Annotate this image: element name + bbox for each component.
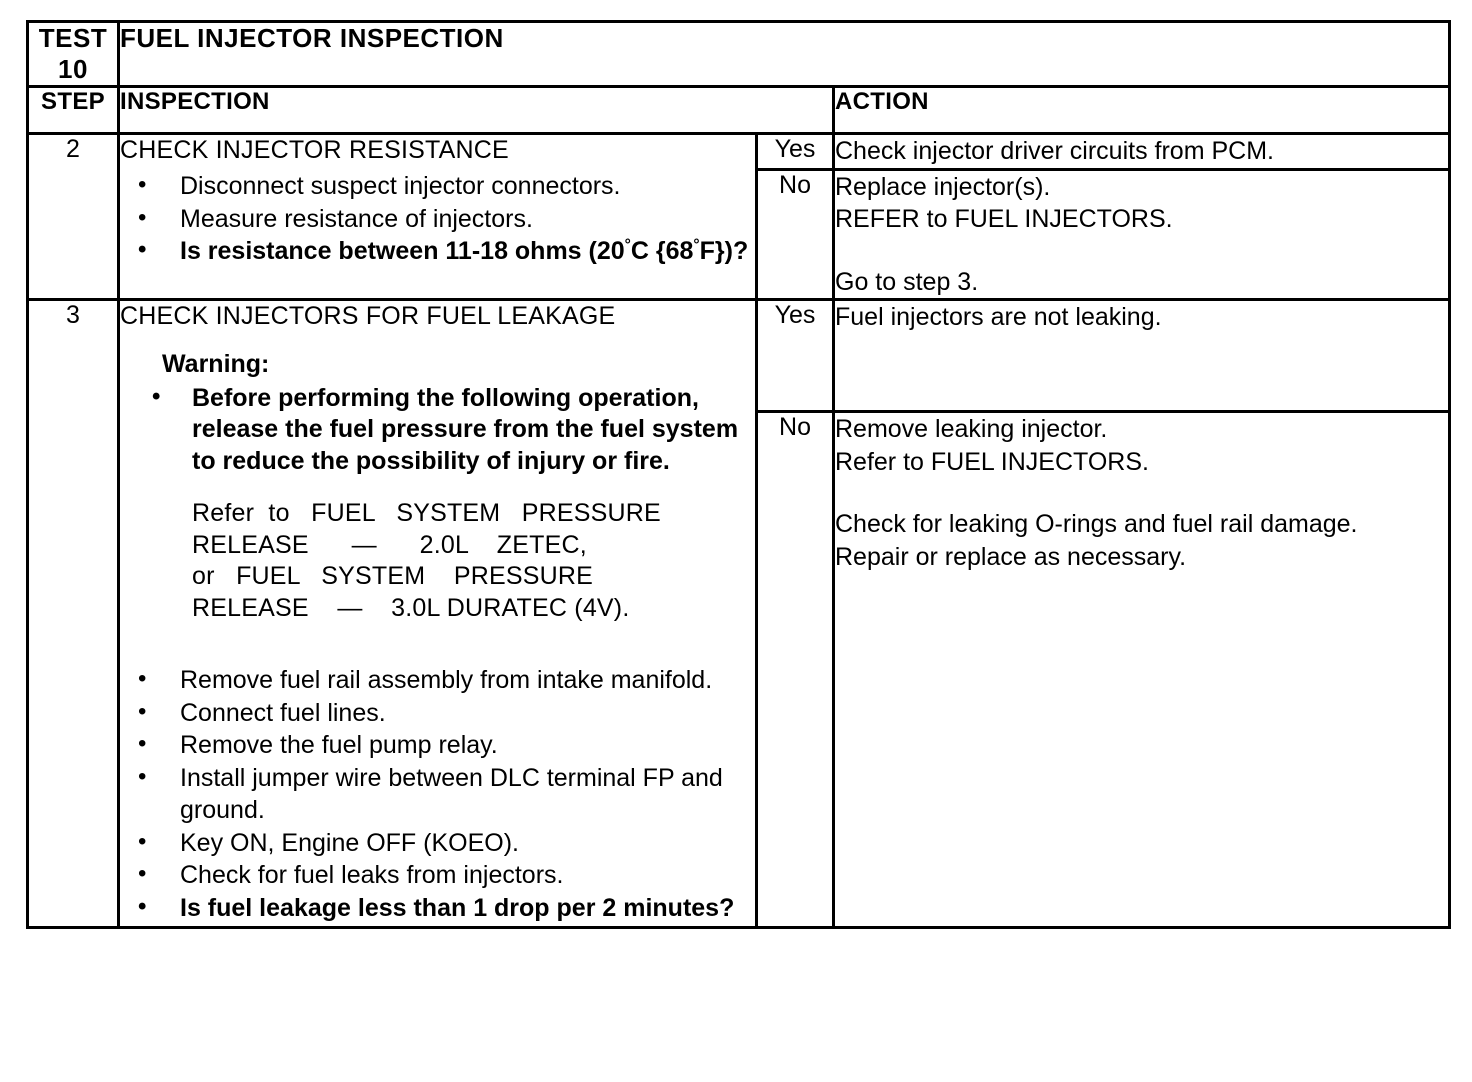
action-line-goto: Go to step 3. — [835, 267, 979, 296]
inspection-bullet-list: Disconnect suspect injector connectors. … — [120, 170, 755, 268]
question-pre: Is resistance between 11-18 ohms (20 — [180, 237, 625, 266]
spacer — [835, 236, 1448, 266]
list-item: Key ON, Engine OFF (KOEO). — [120, 827, 755, 860]
warning-label: Warning: — [162, 349, 270, 378]
action-cell-yes: Check injector driver circuits from PCM. — [832, 132, 1451, 171]
list-item: Install jumper wire between DLC terminal… — [120, 762, 755, 827]
test-title-cell: FUEL INJECTOR INSPECTION — [117, 20, 1451, 88]
question-mid: C {68 — [630, 237, 694, 266]
refer-line: or FUEL SYSTEM PRESSURE — [192, 562, 593, 591]
table-title-row: TEST 10 FUEL INJECTOR INSPECTION — [26, 20, 1451, 88]
spacer — [835, 478, 1448, 508]
table-row: No Remove leaking injector. Refer to FUE… — [28, 410, 1451, 929]
warning-bullet-list: Before performing the following operatio… — [120, 381, 755, 478]
header-action: ACTION — [832, 85, 1451, 135]
list-item: Disconnect suspect injector connectors. — [120, 170, 755, 203]
action-line: Repair or replace as necessary. — [835, 542, 1187, 571]
action-line: Remove leaking injector. — [835, 415, 1108, 444]
table-header-row: STEP INSPECTION ACTION — [26, 85, 1451, 135]
action-cell-no: Replace injector(s). REFER to FUEL INJEC… — [832, 167, 1451, 301]
list-item-warning: Before performing the following operatio… — [120, 381, 755, 478]
step-number: 3 — [26, 298, 120, 929]
header-inspection: INSPECTION — [117, 85, 835, 135]
answer-label-yes: Yes — [755, 132, 835, 171]
answer-label-yes: Yes — [755, 297, 835, 414]
inspection-cell: CHECK INJECTORS FOR FUEL LEAKAGE Warning… — [117, 298, 758, 929]
list-item: Measure resistance of injectors. — [120, 203, 755, 236]
action-line: REFER to FUEL INJECTORS. — [835, 205, 1173, 233]
answer-label-no: No — [755, 410, 835, 929]
action-line: Refer to FUEL INJECTORS. — [835, 447, 1149, 476]
table-row: 3 CHECK INJECTORS FOR FUEL LEAKAGE Warni… — [26, 297, 1451, 929]
table-row: No Replace injector(s). REFER to FUEL IN… — [28, 167, 1451, 301]
header-step: STEP — [26, 85, 120, 135]
list-item-question: Is fuel leakage less than 1 drop per 2 m… — [120, 892, 755, 925]
refer-line: RELEASE — 2.0L ZETEC, — [192, 530, 587, 559]
question-post: F})? — [699, 237, 749, 266]
answer-label-no: No — [755, 167, 835, 301]
inspection-bullet-list: Remove fuel rail assembly from intake ma… — [120, 664, 755, 925]
action-line: Check for leaking O-rings and fuel rail … — [835, 510, 1358, 539]
refer-paragraph: Refer to FUEL SYSTEM PRESSURE RELEASE — … — [192, 498, 692, 625]
inspection-title: CHECK INJECTORS FOR FUEL LEAKAGE — [120, 302, 616, 330]
inspection-cell: CHECK INJECTOR RESISTANCE Disconnect sus… — [117, 132, 758, 301]
list-item: Connect fuel lines. — [120, 697, 755, 730]
degree-symbol-fahrenheit: ° — [693, 236, 700, 254]
refer-line: Refer to FUEL SYSTEM PRESSURE — [192, 498, 661, 527]
diagnostic-table: TEST 10 FUEL INJECTOR INSPECTION STEP IN… — [26, 20, 1451, 929]
test-number-cell: TEST 10 — [26, 20, 120, 88]
action-cell-no: Remove leaking injector. Refer to FUEL I… — [832, 410, 1451, 929]
action-line: Check injector driver circuits from PCM. — [835, 137, 1274, 165]
refer-line: RELEASE — 3.0L DURATEC (4V). — [192, 594, 630, 622]
inspection-title: CHECK INJECTOR RESISTANCE — [120, 136, 509, 164]
list-item-question: Is resistance between 11-18 ohms (20°C {… — [120, 235, 755, 268]
list-item: Check for fuel leaks from injectors. — [120, 859, 755, 892]
degree-symbol-celsius: ° — [624, 236, 631, 254]
action-cell-yes: Fuel injectors are not leaking. — [832, 297, 1451, 414]
table-row: 2 CHECK INJECTOR RESISTANCE Disconnect s… — [26, 132, 1451, 301]
list-item: Remove fuel rail assembly from intake ma… — [120, 664, 755, 697]
action-line: Fuel injectors are not leaking. — [835, 303, 1162, 331]
step-number: 2 — [26, 132, 120, 301]
list-item: Remove the fuel pump relay. — [120, 729, 755, 762]
action-line: Replace injector(s). — [835, 172, 1051, 201]
